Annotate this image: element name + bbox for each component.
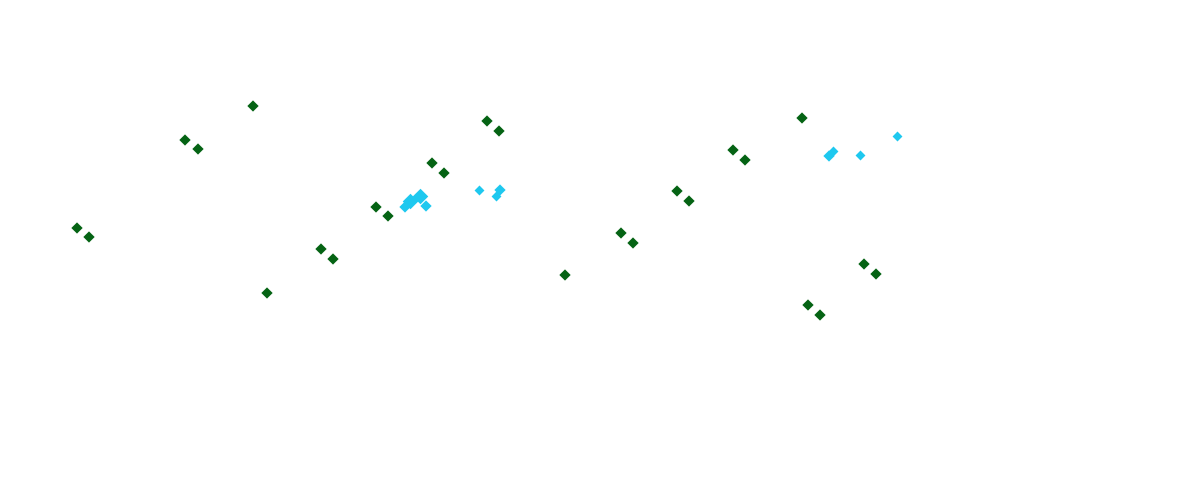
dark-piece[interactable] [71, 222, 83, 234]
dark-piece[interactable] [671, 185, 683, 197]
light-piece[interactable] [855, 150, 865, 160]
dark-piece[interactable] [858, 258, 870, 270]
dark-piece[interactable] [493, 125, 505, 137]
dark-piece[interactable] [627, 237, 639, 249]
dark-piece[interactable] [814, 309, 826, 321]
dark-piece[interactable] [192, 143, 204, 155]
dark-piece[interactable] [327, 253, 339, 265]
dark-piece[interactable] [315, 243, 327, 255]
dark-piece[interactable] [382, 210, 394, 222]
light-piece[interactable] [474, 185, 484, 195]
dark-piece[interactable] [370, 201, 382, 213]
dark-piece[interactable] [438, 167, 450, 179]
dark-piece[interactable] [261, 287, 273, 299]
dark-piece[interactable] [426, 157, 438, 169]
dark-piece[interactable] [83, 231, 95, 243]
dark-piece[interactable] [615, 227, 627, 239]
light-piece[interactable] [892, 131, 902, 141]
dark-piece[interactable] [870, 268, 882, 280]
dark-piece[interactable] [481, 115, 493, 127]
dark-piece[interactable] [559, 269, 571, 281]
dark-piece[interactable] [802, 299, 814, 311]
dark-piece[interactable] [247, 100, 259, 112]
dark-piece[interactable] [739, 154, 751, 166]
dark-piece[interactable] [796, 112, 808, 124]
dark-piece[interactable] [179, 134, 191, 146]
dark-piece[interactable] [727, 144, 739, 156]
dark-piece[interactable] [683, 195, 695, 207]
